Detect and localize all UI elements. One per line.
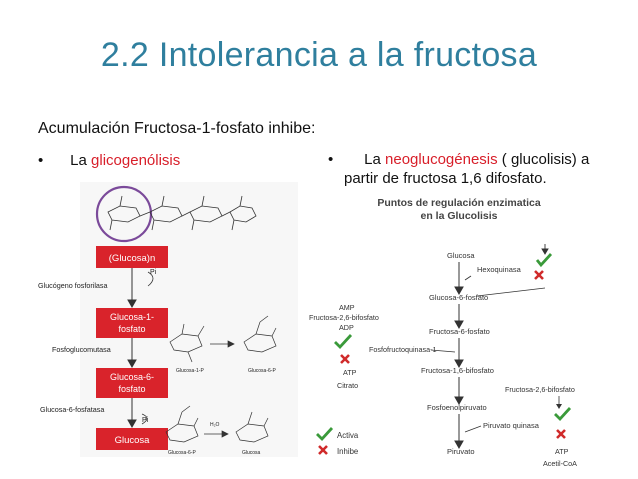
bullet-right: • La neoglucogénesis ( glucolisis) a par… <box>328 150 628 188</box>
regulator-amp: AMP <box>339 303 355 312</box>
regulator-citrato: Citrato <box>337 381 358 390</box>
bullet-right-prefix: La <box>364 151 386 168</box>
pathway-fosfoenolpiruvato: Fosfoenolpiruvato <box>427 403 487 412</box>
arrow-down-icon <box>454 440 464 450</box>
diagram-title-line2: en la Glucolisis <box>420 210 497 222</box>
arrow-down-icon <box>454 320 464 330</box>
regulator-adp: ADP <box>339 323 354 332</box>
pathway-glucosa-6-fosfato: Glucosa-6-fosfato <box>429 293 488 302</box>
pi-label: Pi <box>142 417 149 424</box>
cross-icon <box>534 270 544 280</box>
slide-title: 2.2 Intolerancia a la fructosa <box>100 36 538 74</box>
arrow-down-icon <box>541 248 549 255</box>
check-icon <box>535 253 553 268</box>
regulator-pk-fructosa-2-6-bifosfato: Fructosa-2,6-bifosfato <box>505 385 575 394</box>
box-glucosa <box>96 428 168 450</box>
diagram-title-line1: Puntos de regulación enzimatica <box>377 197 541 209</box>
bullet-right-suffix: ( glucolisis) a <box>497 151 590 168</box>
regulator-atp: ATP <box>343 368 357 377</box>
arrow-down-icon <box>454 359 464 369</box>
molecule-hydrolysis-image <box>165 405 269 443</box>
box-label-glucosa-1-fosfato-a: Glucosa-1- <box>110 312 154 322</box>
enzyme-glucogeno-fosforilasa: Glucógeno fosforilasa <box>38 281 108 290</box>
legend: Activa Inhibe <box>316 427 359 456</box>
molecule-label: Glucosa-1-P <box>176 368 204 374</box>
bullet-right-highlight: neoglucogénesis <box>385 151 498 168</box>
bullet-left-prefix: La <box>70 152 92 169</box>
glycolysis-regulation-diagram: Puntos de regulación enzimatica en la Gl… <box>309 197 577 468</box>
pathway-fructosa-6-fosfato: Fructosa-6-fosfato <box>429 327 490 336</box>
slide-subtitle: Acumulación Fructosa-1-fosfato inhibe: <box>38 120 316 137</box>
box-label-glucosa-6-fosfato-a: Glucosa-6- <box>110 372 154 382</box>
arrow-down-icon <box>454 396 464 406</box>
box-glucosa-1-fosfato <box>96 308 168 338</box>
enzyme-hexoquinasa: Hexoquinasa <box>477 265 522 274</box>
bullet-left: • La glicogenólisis <box>38 152 180 169</box>
bullet-symbol: • <box>328 151 334 168</box>
molecule-label: Glucosa <box>242 450 261 456</box>
enzyme-fosfofructoquinasa-1: Fosfofructoquinasa-1 <box>369 345 437 354</box>
box-glucosa-n <box>96 246 168 268</box>
box-label-glucosa-1-fosfato-b: fosfato <box>118 324 145 334</box>
regulator-pk-atp: ATP <box>555 447 569 456</box>
enzyme-fosfoglucomutasa: Fosfoglucomutasa <box>52 345 111 354</box>
legend-label-inhibe: Inhibe <box>337 447 358 456</box>
arrow-down-icon <box>556 404 562 409</box>
molecule-label: Glucosa-6-P <box>248 368 276 374</box>
arrow-down-icon <box>454 286 464 296</box>
cross-icon <box>556 429 566 439</box>
bullet-symbol: • <box>38 152 44 169</box>
bullet-left-highlight: glicogenólisis <box>91 152 181 169</box>
arrow-down-icon <box>127 359 137 369</box>
cross-icon <box>318 445 328 455</box>
regulator-pk-acetil-coa: Acetil-CoA <box>543 459 577 468</box>
pi-label: Pi <box>150 269 157 276</box>
bullet-right-line2: partir de fructosa 1,6 difosfato. <box>344 170 547 187</box>
check-icon <box>554 407 572 422</box>
glycogen-chain-image <box>95 185 257 243</box>
pathway-glucosa: Glucosa <box>447 251 475 260</box>
enzyme-glucosa-6-fosfatasa: Glucosa-6-fosfatasa <box>40 405 104 414</box>
box-label-glucosa-6-fosfato-b: fosfato <box>118 384 145 394</box>
check-icon <box>334 334 353 350</box>
box-label-glucosa-n: (Glucosa)n <box>109 253 155 264</box>
box-label-glucosa: Glucosa <box>115 435 151 446</box>
arrow-down-icon <box>127 299 137 309</box>
legend-label-activa: Activa <box>337 431 359 440</box>
molecule-label: Glucosa-6-P <box>168 450 196 456</box>
enzyme-piruvato-quinasa: Piruvato quinasa <box>483 421 540 430</box>
regulator-fructosa-2-6-bifosfato: Fructosa-2,6-bifosfato <box>309 313 379 322</box>
cross-icon <box>340 354 350 364</box>
glycogenolysis-diagram: (Glucosa)n Glucosa-1- fosfato Glucosa-6-… <box>38 182 298 457</box>
pathway-fructosa-1-6-bifosfato: Fructosa-1,6-bifosfato <box>421 366 494 375</box>
arrow-down-icon <box>127 419 137 429</box>
check-icon <box>316 427 334 442</box>
box-glucosa-6-fosfato <box>96 368 168 398</box>
molecule-label: H₂O <box>210 422 220 428</box>
pathway-piruvato: Piruvato <box>447 447 475 456</box>
molecule-conversion-image <box>169 315 277 363</box>
